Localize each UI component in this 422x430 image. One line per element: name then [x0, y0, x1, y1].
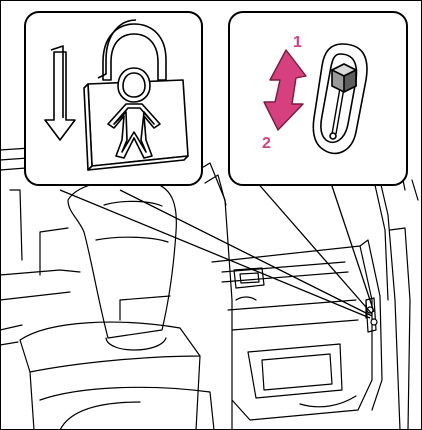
position-1-label: 1	[293, 34, 302, 51]
seat-icon	[0, 180, 200, 430]
door-frame	[190, 163, 418, 430]
child-lock-inset	[25, 12, 202, 185]
position-2-label: 2	[262, 135, 271, 152]
door-sill	[40, 387, 214, 430]
lever-inset: 1 2	[229, 12, 407, 185]
door-edge	[360, 240, 382, 410]
rear-door-panel	[212, 246, 372, 420]
vehicle-scene	[0, 148, 418, 430]
